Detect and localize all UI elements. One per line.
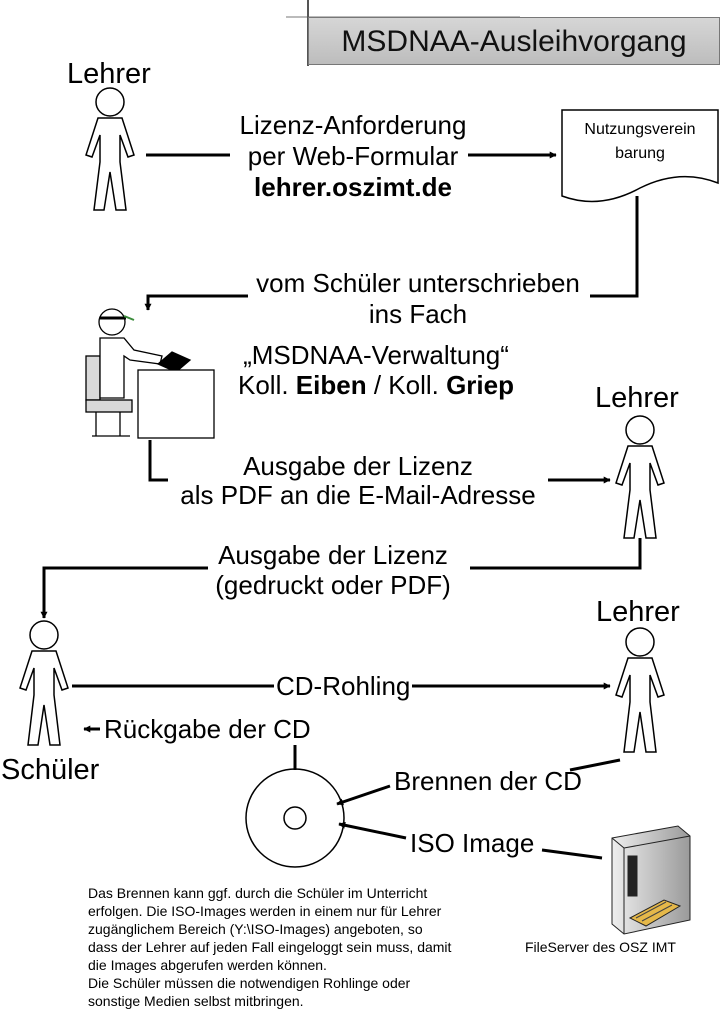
admin-separator: / Koll.: [366, 370, 447, 400]
admin-line1: „MSDNAA-Verwaltung“: [243, 340, 509, 370]
admin-line2: Koll. Eiben / Koll. Griep: [216, 370, 536, 400]
license-print-step-label: Ausgabe der Lizenz (gedruckt oder PDF): [196, 540, 470, 600]
schueler-figure: [19, 620, 69, 746]
admin-name-2: Griep: [446, 370, 514, 400]
admin-name-1: Eiben: [295, 370, 367, 400]
title-box: MSDNAA-Ausleihvorgang: [308, 17, 720, 65]
burn-label: Brennen der CD: [394, 766, 582, 796]
signed-step-label: vom Schüler unterschrieben ins Fach: [236, 268, 600, 330]
request-step-label: Lizenz-Anforderung per Web-Formular lehr…: [200, 110, 506, 203]
lehrer-mid-label: Lehrer: [595, 382, 679, 414]
signed-line2: ins Fach: [368, 299, 468, 329]
admin-desk-icon: [85, 308, 215, 439]
license-print-line2: (gedruckt oder PDF): [215, 570, 451, 600]
connectors: [40, 151, 642, 860]
lehrer-bottom-figure: [615, 627, 665, 753]
lehrer-top-label: Lehrer: [67, 58, 151, 90]
lehrer-mid-figure: [615, 415, 665, 539]
page-title: MSDNAA-Ausleihvorgang: [341, 25, 687, 58]
license-pdf-line1: Ausgabe der Lizenz: [243, 451, 473, 481]
file-server-label: FileServer des OSZ IMT: [525, 939, 676, 955]
request-line1: Lizenz-Anforderung: [239, 110, 467, 140]
cd-blank-label: CD-Rohling: [276, 671, 411, 701]
admin-step-label: „MSDNAA-Verwaltung“ Koll. Eiben / Koll. …: [216, 340, 536, 400]
request-line2: per Web-Formular: [247, 141, 459, 171]
cd-icon: [245, 768, 345, 868]
license-print-line1: Ausgabe der Lizenz: [218, 540, 448, 570]
nutzungsvereinbarung-document: [561, 109, 719, 203]
cd-return-label: Rückgabe der CD: [104, 714, 311, 744]
document-label-line1: Nutzungsverein: [584, 121, 696, 138]
license-pdf-line2: als PDF an die E-Mail-Adresse: [180, 480, 536, 510]
request-url: lehrer.oszimt.de: [254, 172, 452, 202]
license-pdf-step-label: Ausgabe der Lizenz als PDF an die E-Mail…: [168, 452, 548, 510]
document-label: Nutzungsverein barung: [562, 118, 718, 166]
schueler-label: Schüler: [1, 754, 100, 786]
lehrer-top-figure: [85, 87, 135, 211]
document-label-line2: barung: [615, 145, 665, 162]
note-text: Das Brennen kann ggf. durch die Schüler …: [88, 885, 452, 1009]
file-server-icon: [611, 825, 691, 935]
iso-image-label: ISO Image: [410, 828, 535, 858]
admin-koll-prefix: Koll.: [237, 370, 296, 400]
signed-line1: vom Schüler unterschrieben: [256, 268, 580, 298]
lehrer-bottom-label: Lehrer: [596, 596, 680, 628]
